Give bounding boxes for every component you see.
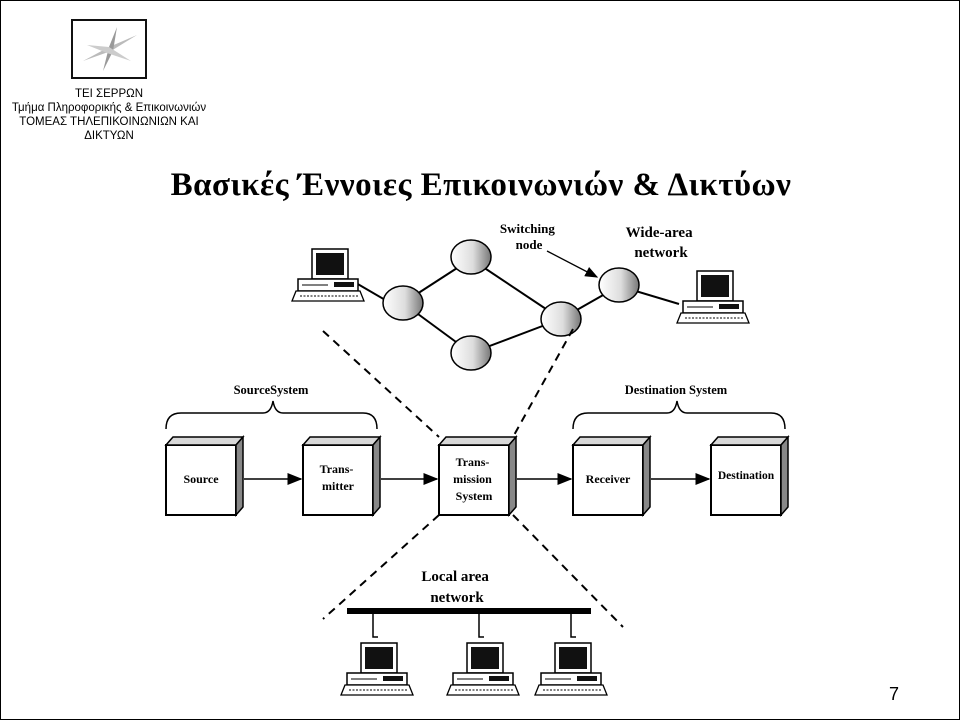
switching-node: [540, 301, 582, 337]
wide-area-network-label: Wide-area network: [626, 225, 697, 261]
wan-computer-icon: [291, 248, 365, 302]
svg-text:Trans- mission: Trans- mission System: [453, 455, 495, 503]
destination-system-brace: [572, 400, 786, 430]
lan-computer-icon: [340, 642, 414, 696]
svg-text:Trans- mitter: Trans- mitter: [320, 462, 357, 493]
transmission-system-block: Trans- mission System: [437, 435, 518, 517]
dashed-connector-lines: [322, 328, 624, 628]
switching-node: [450, 335, 492, 371]
page-number: 7: [888, 684, 899, 704]
institution-logo: [71, 19, 147, 79]
institution-text: ΤΕΙ ΣΕΡΡΩΝ Τμήμα Πληροφορικής & Επικοινω…: [1, 87, 217, 143]
switching-node: [382, 285, 424, 321]
wan-computer-icon: [676, 270, 750, 324]
logo-star-icon: [83, 27, 137, 71]
switching-node: [598, 267, 640, 303]
switching-node-label: Switching node: [500, 221, 558, 252]
institution-line-3: ΤΟΜΕΑΣ ΤΗΛΕΠΙΚΟΙΝΩΝΙΩΝ ΚΑΙ ΔΙΚΤΥΩΝ: [19, 116, 199, 142]
receiver-block: Receiver: [571, 435, 652, 517]
source-block: Source: [164, 435, 245, 517]
svg-text:Receiver: Receiver: [586, 472, 631, 486]
institution-line-2: Τμήμα Πληροφορικής & Επικοινωνιών: [11, 102, 207, 114]
transmitter-block: Trans- mitter: [301, 435, 382, 517]
switching-node: [450, 239, 492, 275]
source-system-label: SourceSystem: [234, 383, 309, 397]
switching-node-pointer: [546, 250, 599, 278]
destination-block: Destination: [709, 435, 790, 517]
svg-text:Source: Source: [183, 472, 219, 486]
svg-text:Destination: Destination: [718, 470, 775, 482]
page-title: Βασικές Έννοιες Επικοινωνιών & Δικτύων: [170, 167, 792, 203]
local-area-network-label: Local area network: [421, 569, 492, 606]
lan-drops: [372, 614, 576, 638]
lan-bus: [347, 608, 591, 614]
institution-line-1: ΤΕΙ ΣΕΡΡΩΝ: [74, 88, 144, 100]
destination-system-label: Destination System: [625, 383, 728, 397]
lan-computer-icon: [534, 642, 608, 696]
source-system-brace: [165, 400, 378, 430]
lan-computer-icon: [446, 642, 520, 696]
